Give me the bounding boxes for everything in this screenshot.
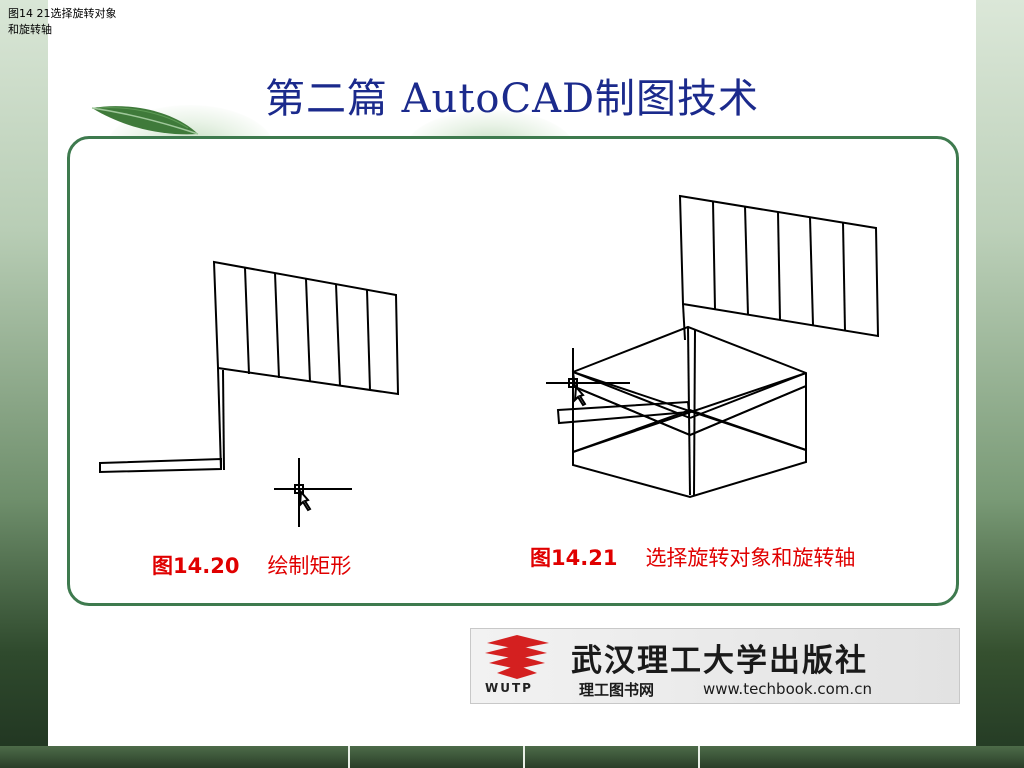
publisher-logo-icon [485,635,549,679]
caption-fig-14-20-number: 图14.20 [152,554,240,578]
right-bamboo-border [976,0,1024,768]
caption-fig-14-21-text: 选择旋转对象和旋转轴 [645,546,856,570]
publisher-banner: WUTP 武汉理工大学出版社 理工图书网 www.techbook.com.cn [470,628,960,704]
publisher-url: www.techbook.com.cn [703,680,872,698]
caption-fig-14-21: 图14.21 选择旋转对象和旋转轴 [530,542,855,572]
corner-caption: 图14 21选择旋转对象 和旋转轴 [8,6,117,38]
publisher-sub: 理工图书网 [579,681,655,699]
left-bamboo-border [0,0,48,768]
bottom-bamboo-strip [0,746,1024,768]
caption-fig-14-20: 图14.20 绘制矩形 [152,550,351,580]
page-title: 第二篇 AutoCAD制图技术 [264,76,760,122]
figure-frame [67,136,959,606]
bamboo-leaf-icon [91,106,199,135]
caption-fig-14-21-number: 图14.21 [530,546,618,570]
corner-caption-line1: 图14 21选择旋转对象 [8,7,117,20]
corner-caption-line2: 和旋转轴 [8,23,52,36]
caption-fig-14-20-text: 绘制矩形 [267,554,352,578]
publisher-abbr: WUTP [485,681,533,695]
publisher-name: 武汉理工大学出版社 [571,643,868,679]
